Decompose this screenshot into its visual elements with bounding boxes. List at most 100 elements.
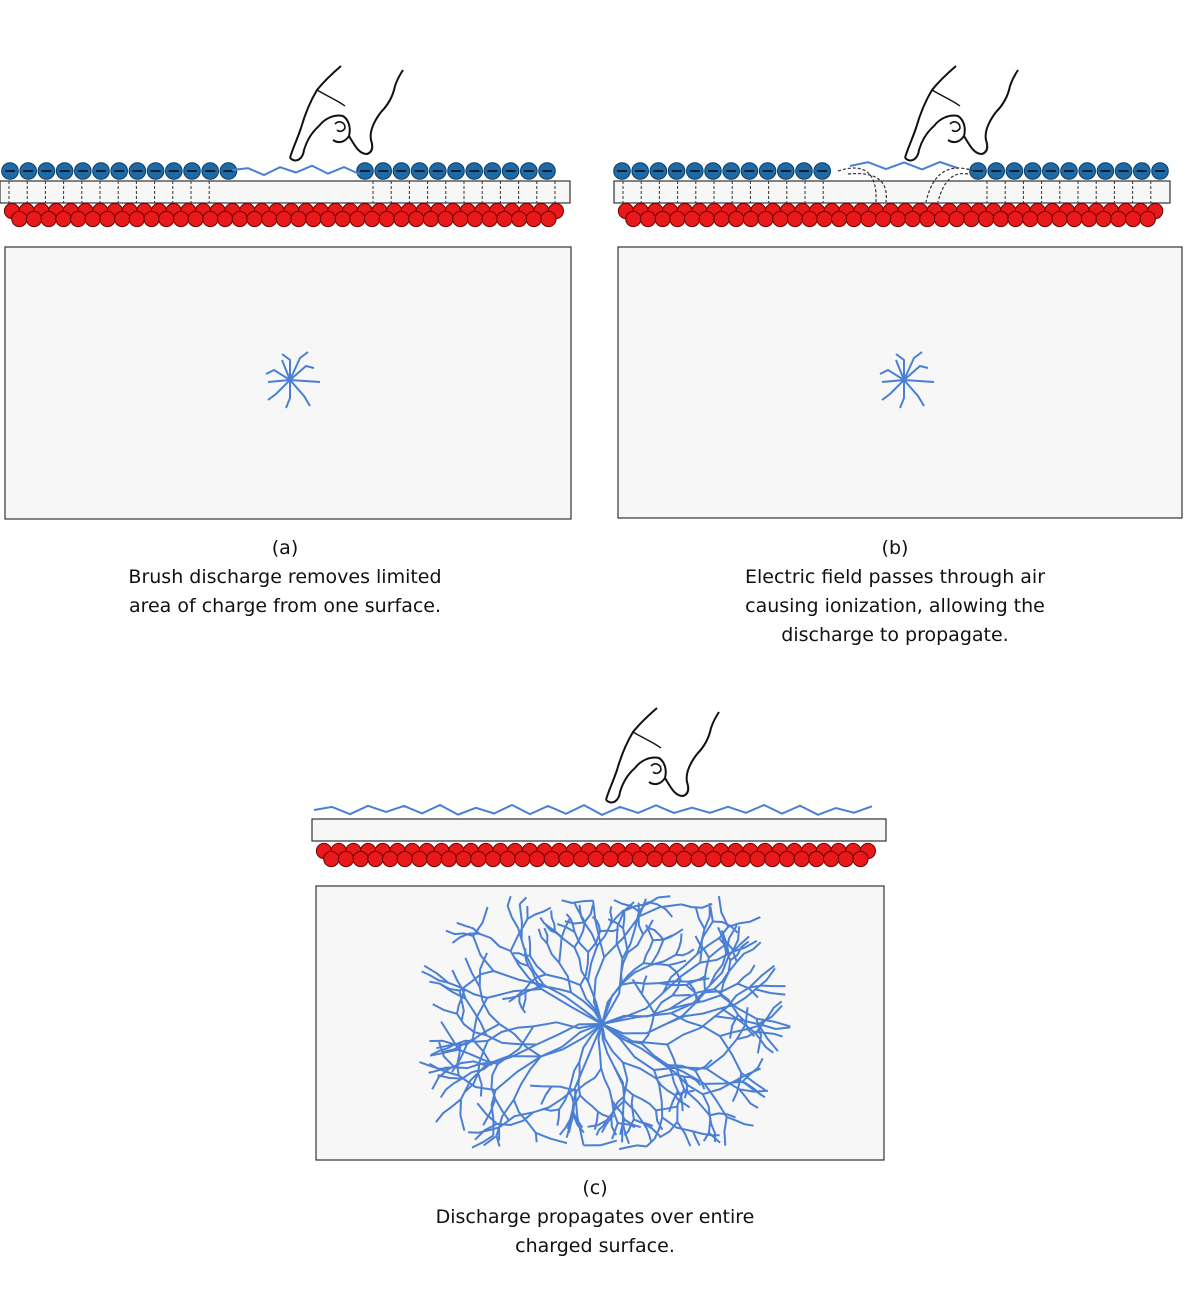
discharge-branch [903,364,929,381]
discharge-branch [670,1012,721,1037]
discharge-branch [719,994,757,1020]
discharge-branch [527,965,542,987]
discharge-branch [423,964,449,984]
discharge-branch [623,1118,642,1129]
positive-charge [684,210,701,228]
discharge-branch [653,1066,707,1071]
panel-b-diagram [613,65,1183,519]
panel-c-caption-line-1: Discharge propagates over entire [435,1206,755,1228]
discharge-branch [632,1093,657,1112]
positive-charge [831,210,848,228]
discharge-branch [535,1131,568,1145]
discharge-branch [456,1013,487,1037]
discharge-branch [429,980,460,992]
positive-charge [587,850,605,868]
discharge-branch [708,1131,721,1144]
discharge-branch [573,931,589,953]
discharge-branch [757,1004,783,1025]
positive-charge [323,850,340,868]
hand-pointing-icon [904,65,1019,162]
discharge-branch [568,1061,581,1092]
positive-charge [654,210,671,228]
discharge-branch [736,964,756,985]
positive-charge [661,850,678,868]
discharge-branch [685,974,707,986]
panel-b-caption-line-3: discharge to propagate. [781,624,1009,646]
discharge-branch [739,1088,769,1093]
discharge-branch [568,1090,575,1113]
positive-charge [639,210,657,228]
positive-charge [378,210,395,228]
discharge-branch [611,1099,626,1120]
positive-charge [749,850,766,868]
discharge-branch [583,921,599,947]
discharge-branch [439,1077,463,1099]
discharge-branch [601,958,624,1025]
discharge-branch [540,988,603,1025]
discharge-branch [682,1076,688,1099]
discharge-branch [642,1122,652,1142]
discharge-branch [506,895,512,907]
positive-charge [764,850,781,868]
discharge-branch [692,1130,720,1137]
panel-a-diagram [0,65,572,520]
discharge-branch [576,1067,602,1092]
discharge-branch [607,918,624,929]
positive-charge [720,850,737,868]
positive-charge [499,850,516,868]
panel-a-caption-line-1: Brush discharge removes limited [128,566,442,588]
discharge-branch [477,1072,483,1097]
discharge-branch [528,935,532,956]
discharge-branch [477,1040,489,1074]
positive-charge [99,210,116,228]
discharge-branch [668,988,715,1010]
discharge-branch [717,896,730,928]
discharge-branch [719,1035,743,1074]
discharge-branch [527,906,552,920]
panel-a-caption-line-2: area of charge from one surface. [128,595,442,617]
discharge-branch [749,984,786,989]
discharge-branch [289,364,315,381]
discharge-branch [655,1077,676,1096]
discharge-branch [674,1094,691,1109]
dielectric-layer [311,818,887,842]
positive-charge [646,850,663,868]
discharge-branch [722,937,738,963]
discharge-branch [564,920,585,925]
positive-charge [698,210,715,228]
panel-b-caption-line-2: causing ionization, allowing the [745,595,1045,617]
discharge-branch [620,964,652,985]
discharge-branch [903,379,935,383]
discharge-branch [630,1094,635,1120]
discharge-branch [558,937,563,964]
discharge-branch [445,929,474,938]
discharge-branch [761,1023,791,1030]
discharge-branch [699,928,706,963]
discharge-branch [486,1034,537,1046]
positive-charge [411,850,428,868]
positive-charge [55,210,72,228]
discharge-branch [701,1093,712,1133]
discharge-branch [737,1013,756,1038]
discharge-branch [461,1061,494,1080]
discharge-branch [534,1132,538,1143]
discharge-branch [494,1055,542,1091]
positive-charge [231,210,248,228]
discharge-branch [613,899,640,913]
discharge-branch [640,1042,669,1066]
positive-charge [875,210,892,228]
positive-charge [514,850,531,868]
discharge-branch [662,953,698,994]
discharge-branch [490,1089,497,1136]
discharge-branch [638,901,649,913]
discharge-branch [649,939,665,966]
positive-charge [1066,210,1083,228]
discharge-branch [708,955,730,987]
positive-charge [1022,210,1039,228]
discharge-branch [727,916,761,928]
positive-charge [778,850,796,868]
discharge-branch [490,1063,499,1100]
positive-charge [25,210,43,228]
positive-charge [837,850,854,868]
